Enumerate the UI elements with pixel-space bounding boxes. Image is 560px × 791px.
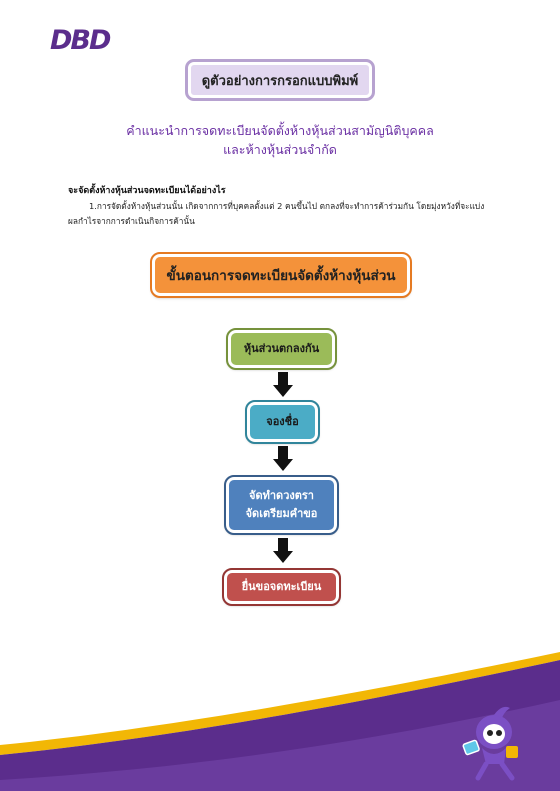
decorative-swoosh [0,652,560,791]
arrow-down-icon [273,446,293,471]
dbd-mascot-icon [462,706,518,781]
flow-step-label: จองชื่อ [266,415,299,428]
arrow-down-icon [273,538,293,563]
flow-step-label: หุ้นส่วนตกลงกัน [243,342,320,355]
flow-step-label-line2: จัดเตรียมคำขอ [245,507,318,520]
arrow-down-icon [273,372,293,397]
flow-step-reserve-name: จองชื่อ [245,400,320,444]
section-question: จะจัดตั้งห้างหุ้นส่วนจดทะเบียนได้อย่างไร [68,186,226,196]
steps-heading: ขั้นตอนการจดทะเบียนจัดตั้งห้างหุ้นส่วน [150,252,412,298]
flow-step-partners-agree: หุ้นส่วนตกลงกัน [226,328,337,370]
flow-step-label: ยื่นขอจดทะเบียน [241,580,322,593]
flow-step-file-registration: ยื่นขอจดทะเบียน [222,568,341,606]
subtitle-line-2: และห้างหุ้นส่วนจำกัด [223,142,337,157]
dbd-logo: DBD [48,24,116,56]
page-title: ดูตัวอย่างการกรอกแบบพิมพ์ [185,59,375,101]
flow-step-prepare-documents: จัดทำดวงตรา จัดเตรียมคำขอ [224,475,339,535]
section-paragraph: 1.การจัดตั้งห้างหุ้นส่วนนั้น เกิดจากการท… [68,201,485,226]
svg-text:DBD: DBD [50,25,111,54]
flow-step-label-line1: จัดทำดวงตรา [249,489,314,502]
subtitle-line-1: คำแนะนำการจดทะเบียนจัดตั้งห้างหุ้นส่วนสา… [126,123,434,138]
